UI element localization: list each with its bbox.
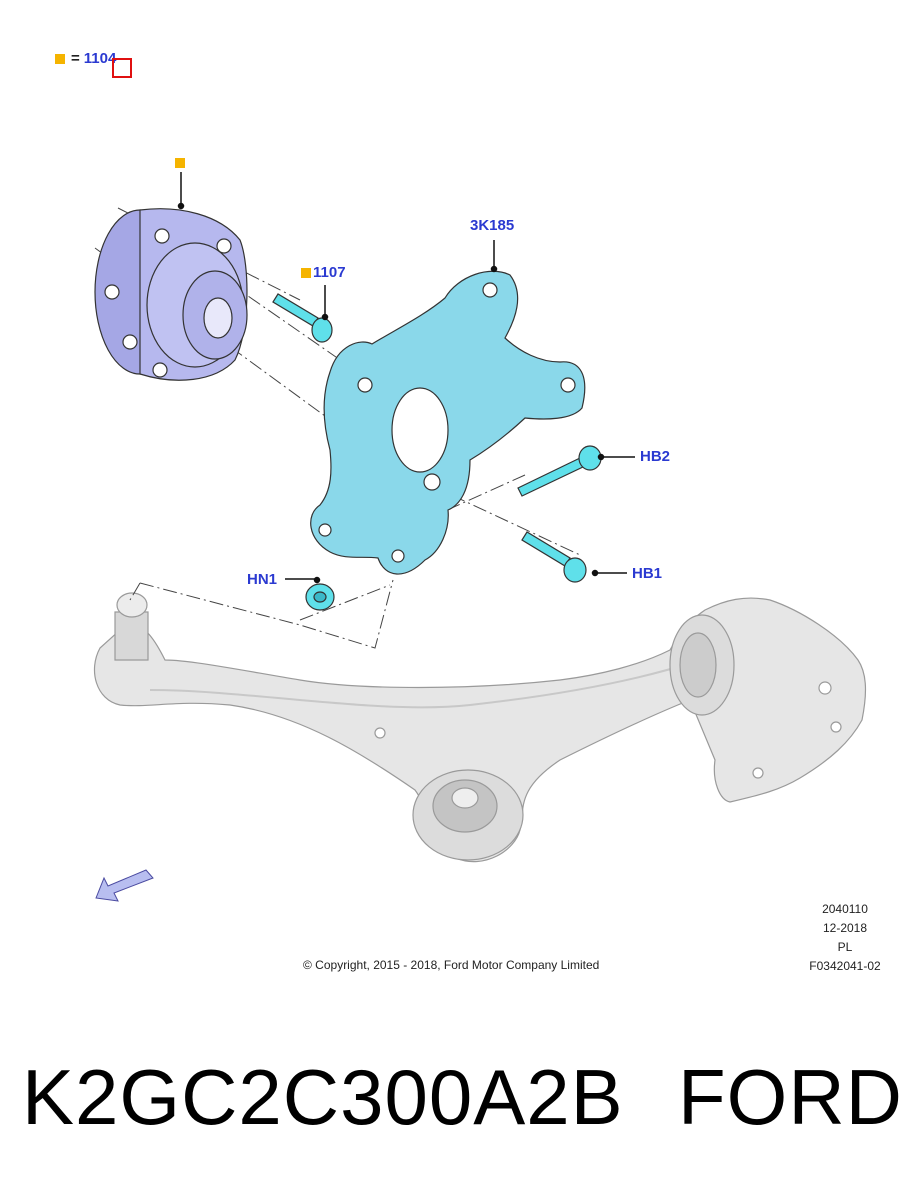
meta-code: 2040110: [822, 902, 868, 916]
legend-equals: =: [71, 50, 80, 67]
diagram-metadata: 2040110 12-2018 PL F0342041-02: [790, 900, 900, 976]
callout-hub-marker: [175, 155, 189, 170]
front-direction-arrow-icon: [95, 869, 154, 902]
brand-name: FORD: [678, 1053, 903, 1141]
part-number: K2GC2C300A2B: [22, 1053, 624, 1141]
legend: =1104: [55, 51, 116, 66]
callout-3k185: 3K185: [470, 217, 515, 234]
bolt-hb2: [517, 445, 602, 497]
meta-figure-id: F0342041-02: [809, 959, 881, 973]
callout-hb2: HB2: [640, 448, 671, 465]
copyright-notice: © Copyright, 2015 - 2018, Ford Motor Com…: [303, 958, 600, 972]
hub-bolt-1107: [272, 293, 333, 343]
bolt-hb1: [521, 531, 587, 583]
hub-marker-icon: [175, 158, 185, 169]
highlight-box: [112, 58, 132, 78]
callout-hb1: HB1: [632, 565, 663, 582]
assembly-lines: [94, 207, 581, 649]
meta-date: 12-2018: [822, 921, 868, 935]
wheel-hub-bearing: [94, 208, 248, 381]
bolt-marker-icon: [301, 268, 311, 279]
legend-part-number: 1104: [83, 50, 117, 67]
front-lower-control-arm: [93, 592, 867, 863]
leader-lines: [177, 172, 635, 584]
callout-1107: 1107: [301, 265, 346, 280]
meta-region: PL: [837, 940, 853, 954]
legend-marker-icon: [55, 54, 65, 65]
steering-knuckle: [310, 270, 586, 575]
callout-hn1: HN1: [247, 571, 278, 588]
nut-hn1: [305, 583, 335, 611]
